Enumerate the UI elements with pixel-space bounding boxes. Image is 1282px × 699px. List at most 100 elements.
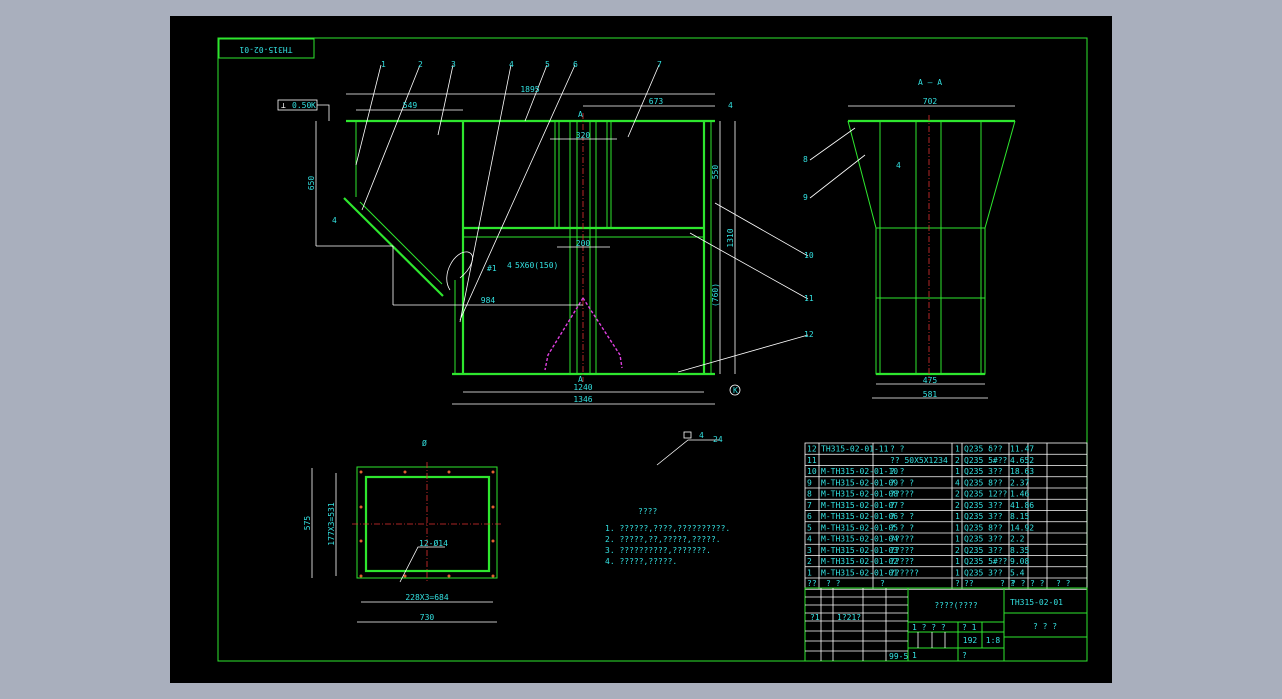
tb-label: 1 — [912, 651, 917, 660]
dim-702: 702 — [923, 97, 938, 106]
table-cell: 7 — [807, 501, 812, 510]
table-cell: ? ? — [890, 501, 905, 510]
flatness-datum: K — [311, 101, 316, 110]
note-3: 3. ??????????,???????. — [605, 546, 711, 555]
table-cell: 5.4 — [1010, 568, 1025, 577]
weld-ref: #1 — [487, 264, 497, 273]
table-cell: 2 — [807, 557, 812, 566]
section-title-aa: A — A — [918, 78, 942, 87]
cad-viewport[interactable] — [170, 16, 1112, 683]
table-header-cell: ? ? — [1030, 579, 1045, 588]
table-cell: 6 — [807, 512, 812, 521]
table-header-cell: ?? — [964, 579, 974, 588]
balloon-10: 10 — [804, 251, 814, 260]
section-mark-bottom: A — [578, 375, 583, 384]
table-cell: Q235 3?? — [964, 512, 1003, 521]
table-cell: 8 — [807, 490, 812, 499]
table-cell: M-TH315-02-01-09 — [821, 478, 898, 487]
flatness-symbol: ⊥ — [281, 101, 286, 110]
balloon-8: 8 — [803, 155, 808, 164]
table-frame — [804, 442, 1088, 590]
table-header-cell: ? — [880, 579, 885, 588]
tb-label: 1?21? — [837, 613, 861, 622]
weight-value: 192 — [963, 636, 978, 645]
flatness-value: 0.50 — [292, 101, 311, 110]
table-cell: Q235 8?? — [964, 478, 1003, 487]
balloon-7: 7 — [657, 60, 662, 69]
table-cell: ?????? — [890, 568, 919, 577]
mirrored-drawing-code: TH315-02-01 — [239, 45, 292, 54]
table-cell: 10 — [807, 467, 817, 476]
tb-label: ? — [962, 651, 967, 660]
note-4: 4. ?????,?????. — [605, 557, 677, 566]
dim-673: 673 — [649, 97, 664, 106]
scale-value: 1:8 — [986, 636, 1001, 645]
weld-note-size: 4 — [699, 431, 704, 440]
side-view: A — A 702 475 581 4 — [809, 78, 1016, 399]
table-header-cell: ?? — [807, 579, 817, 588]
table-header-cell: ? ? — [826, 579, 841, 588]
table-cell: Q235 5#?? — [964, 557, 1008, 566]
table-cell: ? ? — [890, 467, 905, 476]
table-cell: Q235 3?? — [964, 501, 1003, 510]
drawing-code: TH315-02-01 — [1010, 598, 1063, 607]
hole-callout: 12-Ø14 — [419, 538, 448, 548]
dim-1346: 1346 — [573, 395, 592, 404]
dim-581: 581 — [923, 390, 938, 399]
table-cell: ?? 50X5X1234 — [890, 456, 948, 465]
table-cell: Q235 δ?? — [964, 445, 1003, 454]
table-cell: 2 — [955, 490, 960, 499]
dim-730: 730 — [420, 613, 435, 622]
table-cell: ????? — [890, 557, 914, 566]
table-cell: 1 — [955, 512, 960, 521]
table-header-cell: ? ? — [1000, 579, 1015, 588]
table-cell: 8.35 — [1010, 546, 1029, 555]
table-cell: Q235 3?? — [964, 467, 1003, 476]
tb-label: ?1 — [810, 613, 820, 622]
drawing-border — [217, 37, 1088, 662]
table-cell: 3 — [807, 546, 812, 555]
company-name: ? ? ? — [1033, 622, 1057, 631]
table-cell: 41.86 — [1010, 501, 1034, 510]
table-cell: TH315-02-01-11 — [821, 445, 889, 454]
dim-650: 650 — [307, 176, 316, 191]
balloon-9: 9 — [803, 193, 808, 202]
dim-475: 475 — [923, 376, 938, 385]
table-cell: M-TH315-02-01-02 — [821, 557, 898, 566]
table-cell: ????? — [890, 490, 914, 499]
weld-note: 4 24 — [656, 431, 723, 466]
table-cell: 2.2 — [1010, 535, 1025, 544]
dim-1895: 1895 — [520, 85, 539, 94]
main-view-text: 1 2 3 4 5 6 7 8 9 10 11 12 A A ⊥ 0.50 K … — [281, 60, 814, 404]
table-cell: ? ? ? — [890, 478, 914, 487]
table-cell: Q235 3?? — [964, 535, 1003, 544]
table-cell: M-TH315-02-01-10 — [821, 467, 898, 476]
table-cell: M-TH315-02-01-05 — [821, 523, 898, 532]
balloon-5: 5 — [545, 60, 550, 69]
tb-label: ? 1 — [962, 623, 977, 632]
table-cell: 2.37 — [1010, 478, 1029, 487]
table-cell: Q235 3?? — [964, 546, 1003, 555]
technical-notes: ???? 1. ??????,????,??????????. 2. ?????… — [605, 507, 730, 566]
table-cell: 9 — [807, 478, 812, 487]
table-cell: M-TH315-02-01-07 — [821, 501, 898, 510]
table-header-cell: ? ? — [1011, 579, 1026, 588]
drawing-name: ????(???? — [934, 601, 978, 610]
table-cell: Q235 8?? — [964, 523, 1003, 532]
date-value: 99-5 — [889, 652, 908, 661]
title-block: ????(???? TH315-02-01 ? ? ? 192 1:8 99-5… — [804, 587, 1088, 662]
table-cell: 4 — [807, 535, 812, 544]
note-1: 1. ??????,????,??????????. — [605, 524, 730, 533]
table-cell: 1 — [955, 557, 960, 566]
table-cell: 14.92 — [1010, 523, 1034, 532]
note-2: 2. ?????,??,?????,?????. — [605, 535, 721, 544]
main-view — [277, 64, 809, 405]
table-cell: 1 — [955, 523, 960, 532]
dim-1310: 1310 — [726, 228, 735, 247]
table-cell: M-TH315-02-01-03 — [821, 546, 898, 555]
table-cell: ? ? — [890, 445, 905, 454]
side-weld: 4 — [896, 161, 901, 170]
table-cell: 11 — [807, 456, 817, 465]
table-cell: 2 — [955, 546, 960, 555]
